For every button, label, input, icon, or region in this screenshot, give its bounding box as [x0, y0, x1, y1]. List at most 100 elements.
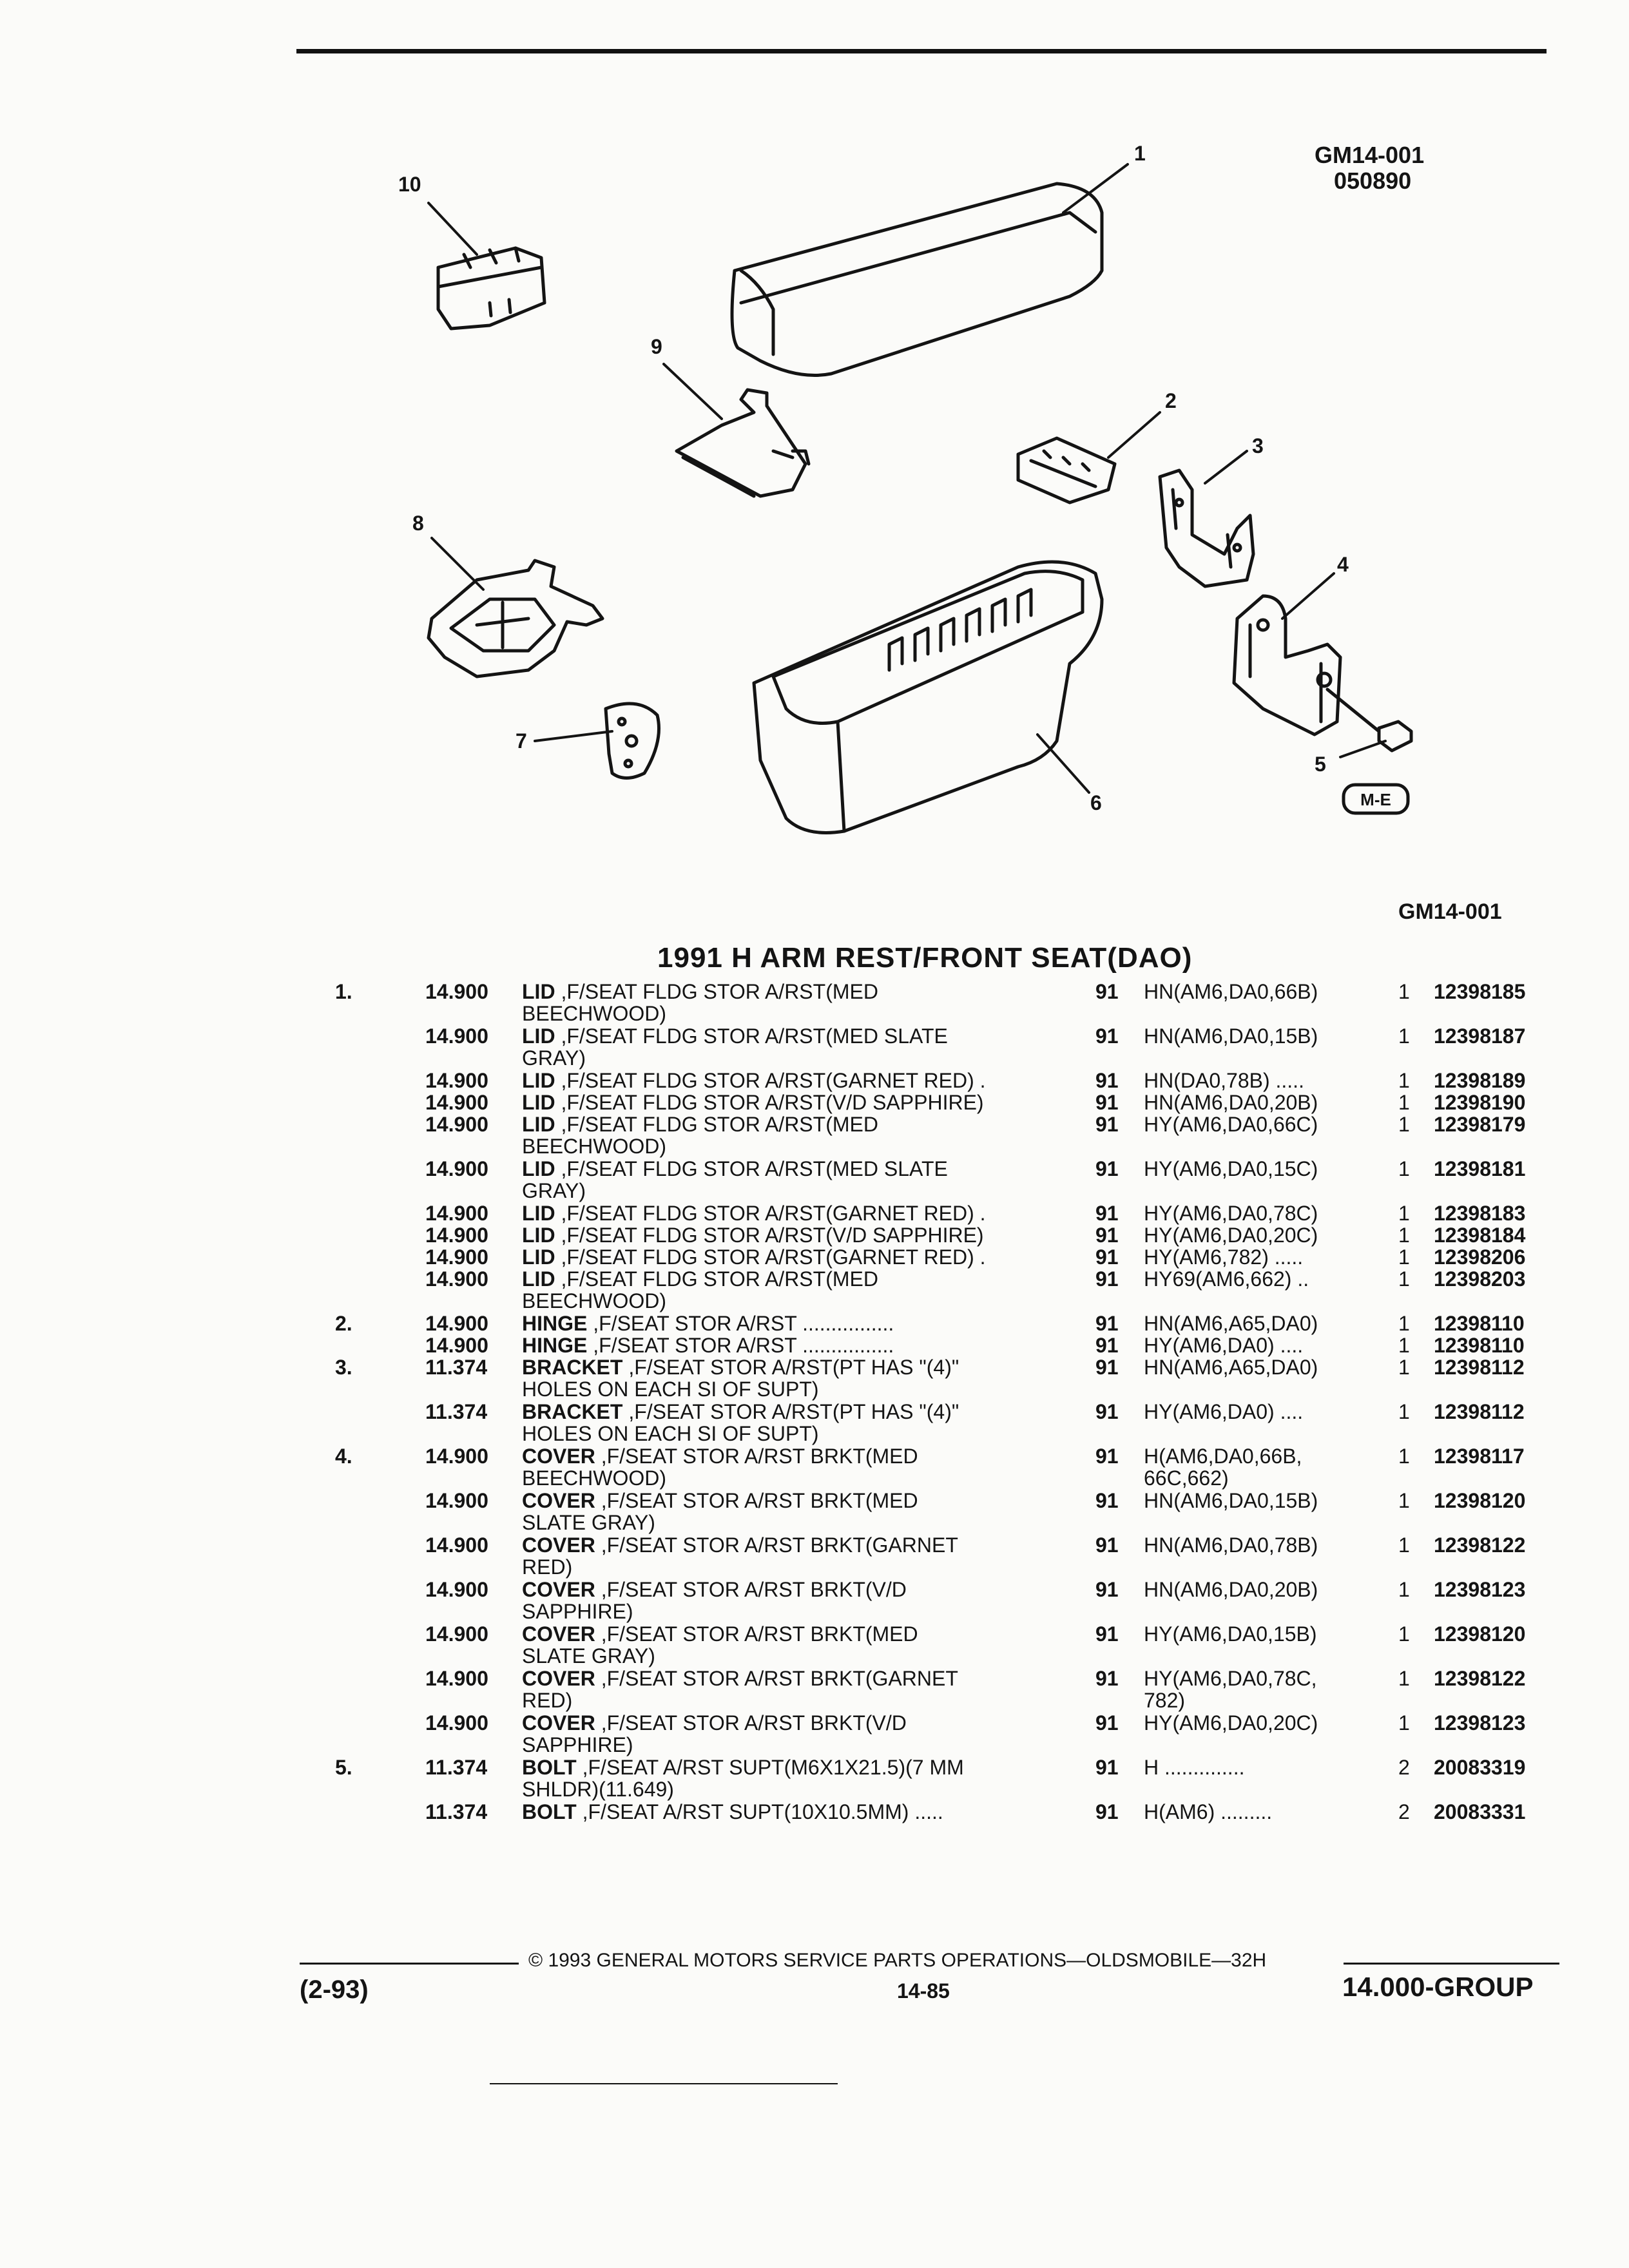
part-number: 12398181	[1434, 1157, 1526, 1180]
applicability: HN(DA0,78B) .....	[1144, 1069, 1304, 1092]
model-year: 91	[1095, 1533, 1119, 1557]
part-number: 12398123	[1434, 1578, 1526, 1601]
part-description: COVER ,F/SEAT STOR A/RST BRKT(MED SLATE …	[522, 1623, 1037, 1667]
part-clip-drawing	[436, 246, 546, 331]
copyright-notice: © 1993 GENERAL MOTORS SERVICE PARTS OPER…	[528, 1950, 1267, 1971]
applicability: HN(AM6,DA0,15B)	[1144, 1024, 1318, 1048]
quantity: 1	[1398, 1711, 1410, 1735]
model-year: 91	[1095, 1224, 1119, 1247]
quantity: 2	[1398, 1800, 1410, 1823]
part-name: BRACKET	[522, 1356, 623, 1379]
applicability: H ..............	[1144, 1756, 1245, 1779]
part-description: COVER ,F/SEAT STOR A/RST BRKT(MED SLATE …	[522, 1490, 1037, 1533]
group-number: 14.900	[425, 1578, 488, 1601]
applicability: HY(AM6,DA0,15C)	[1144, 1157, 1318, 1180]
part-bolt-drawing	[1325, 687, 1413, 753]
ref-number: 3.	[335, 1356, 352, 1379]
part-name: COVER	[522, 1445, 595, 1468]
model-year: 91	[1095, 1113, 1119, 1136]
part-description: COVER ,F/SEAT STOR A/RST BRKT(V/D SAPPHI…	[522, 1712, 1037, 1756]
part-name: BRACKET	[522, 1400, 623, 1423]
applicability: HN(AM6,DA0,20B)	[1144, 1578, 1318, 1601]
model-year: 91	[1095, 1356, 1119, 1379]
applicability: HY(AM6,DA0,78C)	[1144, 1202, 1318, 1225]
svg-text:M-E: M-E	[1360, 790, 1391, 809]
diagram-caption-code: GM14-001	[1398, 899, 1502, 924]
part-name: LID	[522, 1024, 555, 1048]
group-number: 11.374	[425, 1800, 488, 1823]
part-name: COVER	[522, 1489, 595, 1512]
quantity: 1	[1398, 1091, 1410, 1114]
top-rule	[296, 49, 1547, 53]
quantity: 1	[1398, 1024, 1410, 1048]
applicability: H(AM6) .........	[1144, 1800, 1273, 1823]
quantity: 1	[1398, 1667, 1410, 1690]
part-description: LID ,F/SEAT FLDG STOR A/RST(MED BEECHWOO…	[522, 981, 1037, 1024]
exploded-parts-diagram: M-E	[427, 163, 1413, 834]
part-number: 12398203	[1434, 1267, 1526, 1291]
group-number: 14.900	[425, 1489, 488, 1512]
part-number: 12398183	[1434, 1202, 1526, 1225]
part-number: 12398184	[1434, 1224, 1526, 1247]
quantity: 1	[1398, 1445, 1410, 1468]
model-year: 91	[1095, 1091, 1119, 1114]
ref-number: 4.	[335, 1445, 352, 1468]
footer-rule-right	[1344, 1963, 1559, 1965]
me-logo: M-E	[1342, 783, 1410, 815]
quantity: 1	[1398, 1312, 1410, 1335]
group-number: 14.900	[425, 1667, 488, 1690]
part-description: LID ,F/SEAT FLDG STOR A/RST(V/D SAPPHIRE…	[522, 1224, 1037, 1246]
group-number: 11.374	[425, 1356, 488, 1379]
part-description: HINGE ,F/SEAT STOR A/RST ...............…	[522, 1312, 1037, 1334]
part-name: LID	[522, 1202, 555, 1225]
quantity: 2	[1398, 1756, 1410, 1779]
model-year: 91	[1095, 1024, 1119, 1048]
part-description: COVER ,F/SEAT STOR A/RST BRKT(GARNET RED…	[522, 1667, 1037, 1711]
callout-10: 10	[398, 173, 421, 196]
group-number: 14.900	[425, 1069, 488, 1092]
table-row: 14.900 COVER ,F/SEAT STOR A/RST BRKT(GARN…	[335, 1667, 1559, 1711]
part-name: COVER	[522, 1667, 595, 1690]
group-number: 14.900	[425, 1113, 488, 1136]
quantity: 1	[1398, 1245, 1410, 1269]
applicability: HN(AM6,A65,DA0)	[1144, 1356, 1318, 1379]
callout-9: 9	[651, 335, 662, 358]
model-year: 91	[1095, 1267, 1119, 1291]
model-year: 91	[1095, 1622, 1119, 1646]
model-year: 91	[1095, 1667, 1119, 1690]
part-detail: ,F/SEAT FLDG STOR A/RST(MED BEECHWOOD)	[522, 1113, 878, 1158]
part-name: COVER	[522, 1622, 595, 1646]
group-number: 14.900	[425, 1334, 488, 1357]
group-number: 14.900	[425, 1224, 488, 1247]
part-number: 12398189	[1434, 1069, 1526, 1092]
table-row: 14.900 LID ,F/SEAT FLDG STOR A/RST(V/D SA…	[335, 1091, 1559, 1113]
part-description: LID ,F/SEAT FLDG STOR A/RST(MED BEECHWOO…	[522, 1268, 1037, 1312]
part-name: LID	[522, 1267, 555, 1291]
part-description: BRACKET ,F/SEAT STOR A/RST(PT HAS "(4)" …	[522, 1401, 1037, 1445]
model-year: 91	[1095, 980, 1119, 1003]
part-name: LID	[522, 1157, 555, 1180]
part-description: BRACKET ,F/SEAT STOR A/RST(PT HAS "(4)" …	[522, 1356, 1037, 1400]
part-number: 12398120	[1434, 1622, 1526, 1646]
part-retainer-drawing	[604, 702, 660, 780]
part-strap-drawing	[675, 388, 811, 498]
model-year: 91	[1095, 1800, 1119, 1823]
applicability: HY(AM6,DA0) ....	[1144, 1334, 1304, 1357]
part-detail: ,F/SEAT FLDG STOR A/RST(MED BEECHWOOD)	[522, 980, 878, 1025]
callout-leaders	[427, 163, 1387, 794]
table-row: 14.900 LID ,F/SEAT FLDG STOR A/RST(V/D SA…	[335, 1224, 1559, 1246]
callout-4: 4	[1337, 553, 1349, 576]
part-description: LID ,F/SEAT FLDG STOR A/RST(V/D SAPPHIRE…	[522, 1091, 1037, 1113]
quantity: 1	[1398, 1113, 1410, 1136]
part-detail: ,F/SEAT FLDG STOR A/RST(GARNET RED) .	[555, 1069, 986, 1092]
applicability: HN(AM6,DA0,20B)	[1144, 1091, 1318, 1114]
part-number: 12398112	[1434, 1356, 1525, 1379]
part-description: LID ,F/SEAT FLDG STOR A/RST(GARNET RED) …	[522, 1202, 1037, 1224]
group-number: 14.900	[425, 1091, 488, 1114]
